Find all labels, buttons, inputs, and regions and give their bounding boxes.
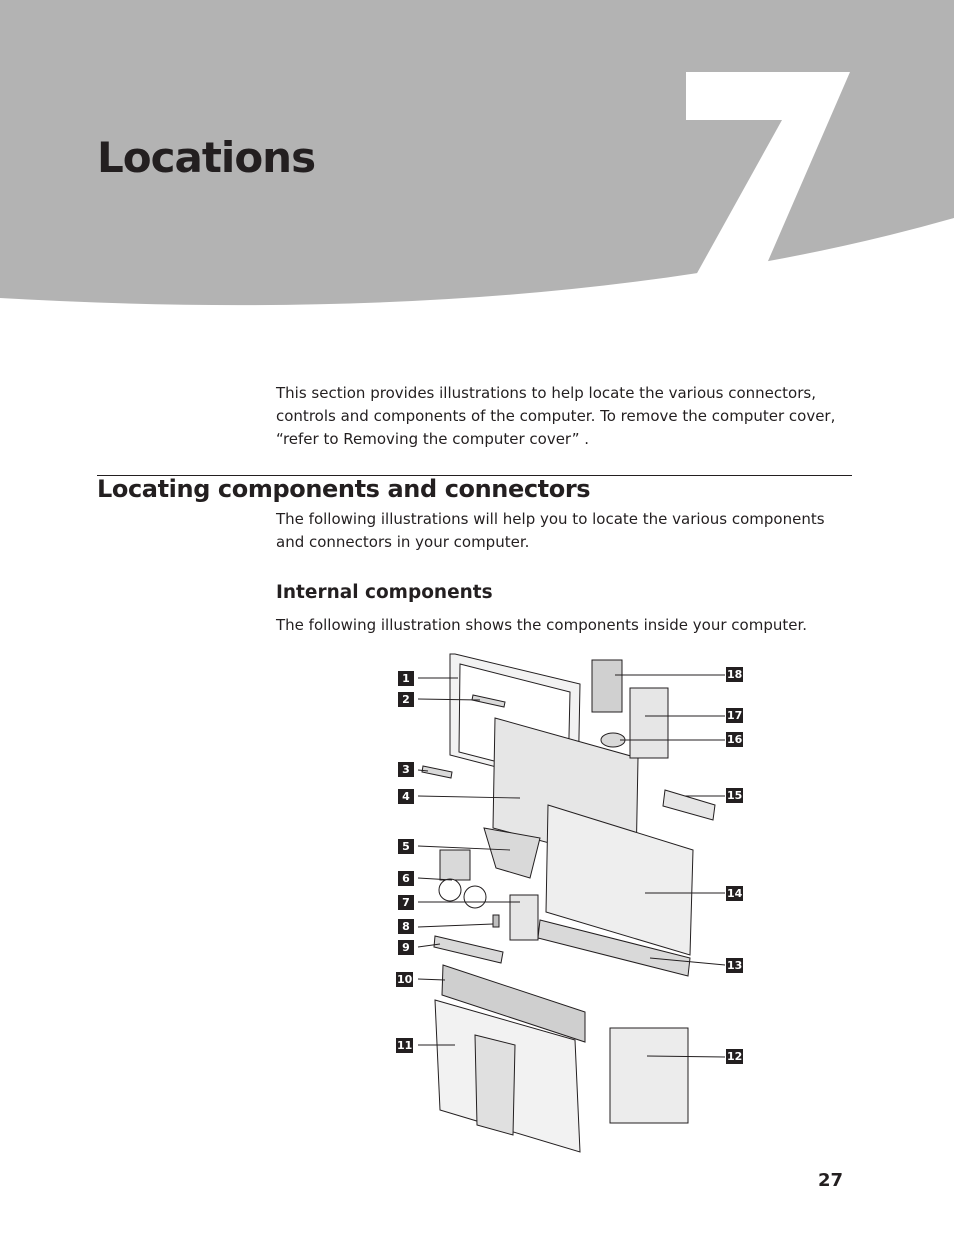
callout-5: 5 <box>398 839 414 854</box>
stand <box>474 1034 516 1136</box>
camera-module <box>471 694 506 708</box>
small-connector <box>492 914 500 928</box>
callout-7: 7 <box>398 895 414 910</box>
callout-18: 18 <box>726 667 744 682</box>
memory-modules <box>509 894 539 941</box>
chapter-number-glyph <box>686 72 850 275</box>
optical-drive <box>662 789 716 821</box>
callout-2: 2 <box>398 692 414 707</box>
callout-14: 14 <box>726 886 744 901</box>
callout-16: 16 <box>726 732 744 747</box>
subsection-paragraph: The following illustration shows the com… <box>276 616 808 634</box>
callout-12: 12 <box>726 1049 744 1064</box>
callout-11: 11 <box>396 1038 414 1053</box>
callout-10: 10 <box>396 972 414 987</box>
internal-components-illustration: 1 2 3 4 5 6 7 8 9 10 11 12 13 14 15 16 1… <box>380 640 760 1170</box>
page-number: 27 <box>818 1170 844 1191</box>
speaker-left <box>438 878 462 902</box>
speaker-box <box>439 849 471 881</box>
subsection-heading: Internal components <box>276 582 493 603</box>
bracket-tray <box>483 827 541 879</box>
callout-15: 15 <box>726 788 744 803</box>
io-board <box>433 935 504 964</box>
small-board <box>421 765 453 779</box>
heatsink <box>591 659 623 713</box>
chapter-header-band <box>0 0 954 306</box>
section-paragraph: The following illustrations will help yo… <box>276 510 825 551</box>
hard-drive <box>629 687 669 759</box>
callout-9: 9 <box>398 940 414 955</box>
section-heading: Locating components and connectors <box>97 475 591 503</box>
callout-3: 3 <box>398 762 414 777</box>
section-divider <box>97 475 852 476</box>
callout-4: 4 <box>398 789 414 804</box>
callout-1: 1 <box>398 671 414 686</box>
exploded-view-drawing <box>417 653 726 1153</box>
chapter-title: Locations <box>97 133 316 182</box>
bottom-rail <box>537 919 691 977</box>
motherboard <box>609 1027 689 1124</box>
callout-8: 8 <box>398 919 414 934</box>
callout-17: 17 <box>726 708 744 723</box>
speaker-right <box>463 885 487 909</box>
intro-paragraph: This section provides illustrations to h… <box>276 384 836 448</box>
callout-13: 13 <box>726 958 744 973</box>
chassis <box>545 804 694 956</box>
callout-6: 6 <box>398 871 414 886</box>
mesh-cover <box>441 964 586 1043</box>
